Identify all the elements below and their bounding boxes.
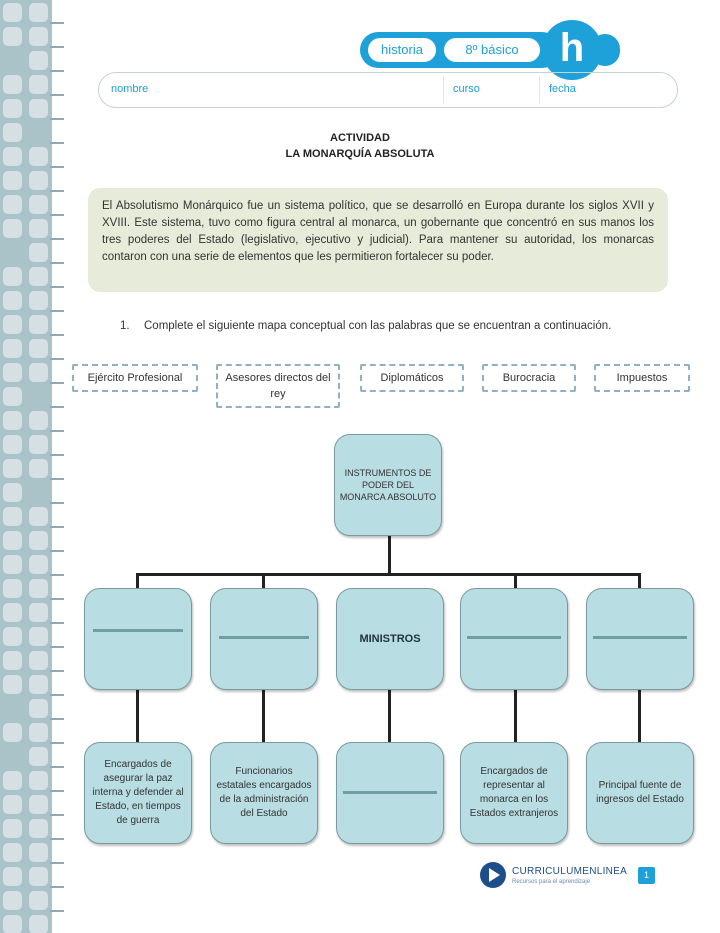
word-bank-item: Ejército Profesional (72, 364, 198, 392)
play-logo-icon (480, 862, 506, 888)
description-node-blank[interactable] (336, 742, 444, 844)
connector-line (514, 573, 517, 589)
concept-node-blank[interactable] (84, 588, 192, 690)
connector-line (514, 690, 517, 742)
concept-node-ministros: MINISTROS (336, 588, 444, 690)
activity-title: LA MONARQUÍA ABSOLUTA (285, 148, 435, 160)
divider (443, 77, 444, 103)
word-bank-item: Burocracia (482, 364, 576, 392)
question-1: 1. Complete el siguiente mapa conceptual… (120, 318, 660, 335)
activity-heading: ACTIVIDAD (330, 132, 390, 144)
connector-line (136, 573, 641, 576)
connector-line (388, 690, 391, 742)
answer-blank[interactable] (219, 636, 309, 639)
date-field[interactable]: fecha (549, 83, 576, 95)
question-text: Complete el siguiente mapa conceptual co… (144, 320, 612, 332)
strip-edge (52, 0, 64, 933)
strip-pattern (3, 3, 49, 933)
connector-line (136, 573, 139, 589)
word-bank-item: Impuestos (594, 364, 690, 392)
concept-node-blank[interactable] (586, 588, 694, 690)
subject-header: historia 8º básico h (360, 20, 632, 80)
binder-notches (50, 0, 64, 933)
brand-tagline: Recursos para el aprendizaje (512, 879, 591, 885)
student-info-bar: nombre curso fecha (98, 72, 678, 108)
answer-blank[interactable] (93, 629, 183, 632)
answer-blank[interactable] (593, 636, 687, 639)
decorative-side-strip (0, 0, 62, 933)
connector-line (388, 536, 391, 576)
intro-paragraph: El Absolutismo Monárquico fue un sistema… (88, 188, 668, 292)
connector-line (136, 690, 139, 742)
concept-node-blank[interactable] (460, 588, 568, 690)
connector-line (638, 690, 641, 742)
page-number: 1 (638, 867, 655, 884)
description-node: Encargados de representar al monarca en … (460, 742, 568, 844)
name-field[interactable]: nombre (111, 83, 149, 95)
description-node: Funcionarios estatales encargados de la … (210, 742, 318, 844)
course-field[interactable]: curso (453, 83, 480, 95)
word-bank-item: Diplomáticos (360, 364, 464, 392)
historia-logo-icon: h (542, 20, 602, 80)
subject-chip: historia (368, 38, 436, 62)
description-node: Encargados de asegurar la paz interna y … (84, 742, 192, 844)
curriculum-logo: CURRICULUMENLINEA Recursos para el apren… (480, 862, 630, 892)
question-number: 1. (120, 320, 130, 332)
answer-blank[interactable] (467, 636, 561, 639)
description-node: Principal fuente de ingresos del Estado (586, 742, 694, 844)
brand-name: CURRICULUMENLINEA (512, 866, 628, 877)
concept-root-node: INSTRUMENTOS DE PODER DEL MONARCA ABSOLU… (334, 434, 442, 536)
answer-blank[interactable] (343, 791, 437, 794)
word-bank-item: Asesores directos del rey (216, 364, 340, 408)
connector-line (638, 573, 641, 589)
grade-chip: 8º básico (444, 38, 540, 62)
connector-line (262, 573, 265, 589)
connector-line (262, 690, 265, 742)
divider (539, 77, 540, 103)
concept-node-blank[interactable] (210, 588, 318, 690)
